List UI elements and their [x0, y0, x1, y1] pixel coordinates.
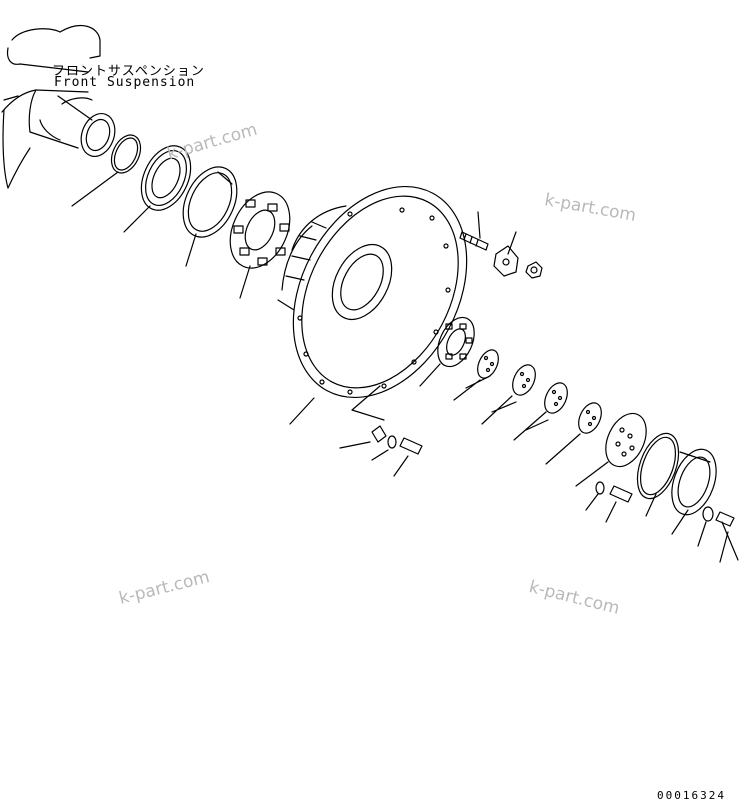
- leader-hub-washer: [372, 450, 388, 460]
- roller-bearing: [219, 182, 302, 277]
- leader-cover-bolt: [720, 532, 728, 562]
- leader-stud: [478, 212, 480, 238]
- cover-washer: [703, 507, 713, 521]
- leader-cover-o-ring: [646, 494, 656, 516]
- leader-hub-bolt: [394, 456, 408, 476]
- small-plate: [372, 426, 386, 442]
- leader-cover-washer: [698, 522, 706, 546]
- cover-o-ring: [629, 428, 686, 504]
- wheel-hub: [259, 156, 502, 427]
- shim-disc-3: [540, 379, 572, 416]
- shim-disc-2: [508, 361, 540, 398]
- shim-disc-1: [474, 347, 503, 382]
- leader-lock-plate: [508, 232, 516, 254]
- leader-retainer-plate: [576, 462, 608, 486]
- leader-retainer-washer: [586, 494, 598, 510]
- leader-shims-1: [454, 376, 490, 400]
- hex-nut: [526, 262, 542, 278]
- leader-carrier-bearing: [420, 364, 440, 386]
- retainer-bolt: [610, 486, 632, 502]
- leader-shims-4: [546, 434, 580, 464]
- label-japanese: フロントサスペンション: [52, 64, 205, 79]
- retainer-washer: [596, 482, 604, 494]
- o-ring: [106, 130, 146, 177]
- retainer-plate: [598, 407, 654, 473]
- leader-end-cover: [672, 510, 688, 534]
- drawing-number: 00016324: [657, 789, 726, 802]
- leader-roller-bearing: [240, 266, 250, 298]
- leader-hub-plate: [352, 386, 384, 420]
- wheel-stud: [460, 232, 488, 250]
- leader-small-plate: [340, 442, 370, 448]
- seal-ring: [132, 138, 201, 218]
- label-english: Front Suspension: [54, 75, 196, 90]
- carrier-bearing: [431, 312, 482, 373]
- leader-shims-2: [482, 396, 516, 424]
- leader-seal-ring: [124, 206, 150, 232]
- leader-outer-race: [186, 234, 196, 266]
- bearing-outer-race: [173, 158, 248, 245]
- front-suspension-housing: [2, 26, 121, 188]
- shim-disc-4: [574, 399, 606, 436]
- hub-bolt: [400, 438, 422, 454]
- leader-wheel-hub: [290, 398, 314, 424]
- hub-washer: [388, 436, 396, 448]
- leader-shims-3: [514, 412, 548, 440]
- label-leader: [58, 96, 92, 120]
- leader-retainer-bolt: [606, 502, 616, 522]
- end-cover: [664, 443, 725, 521]
- cover-bolt: [716, 512, 738, 560]
- leader-o-ring: [72, 172, 118, 206]
- lock-plate: [494, 246, 518, 276]
